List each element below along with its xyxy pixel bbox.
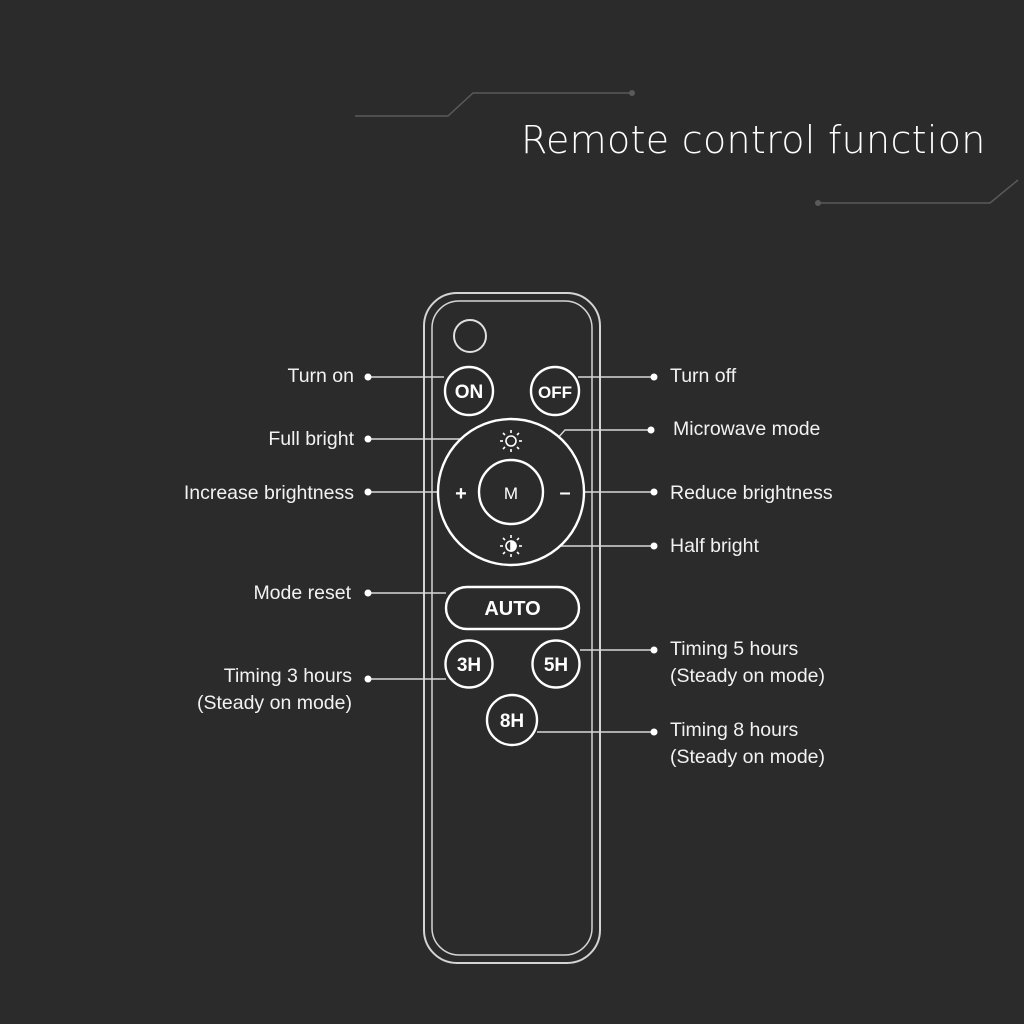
label-timing-3h: Timing 3 hours (Steady on mode)	[197, 663, 352, 717]
mode-button[interactable]: M	[477, 458, 545, 526]
mode-button-label: M	[504, 484, 518, 503]
timer-5h-button[interactable]: 5H	[531, 639, 581, 689]
auto-button-label: AUTO	[484, 598, 540, 620]
label-increase-brightness: Increase brightness	[183, 482, 354, 504]
label-timing-3h-line2: (Steady on mode)	[196, 692, 352, 714]
label-timing-8h-line1: Timing 8 hours	[670, 719, 799, 741]
on-button-label: ON	[455, 382, 484, 403]
label-timing-5h-line1: Timing 5 hours	[670, 638, 799, 660]
timer-5h-label: 5H	[544, 655, 568, 676]
page-title: Remote control function	[521, 118, 986, 162]
label-timing-3h-line1: Timing 3 hours	[223, 665, 352, 687]
timer-8h-label: 8H	[500, 711, 524, 732]
label-timing-8h-line2: (Steady on mode)	[670, 746, 826, 768]
half-bright-button[interactable]	[500, 535, 522, 557]
full-bright-button[interactable]	[500, 430, 522, 452]
label-reduce-brightness: Reduce brightness	[670, 482, 833, 504]
sun-half-icon	[500, 535, 522, 557]
label-half-bright: Half bright	[670, 535, 759, 557]
on-button[interactable]: ON	[443, 365, 495, 417]
connector-dots	[364, 373, 658, 736]
off-button-label: OFF	[538, 383, 572, 402]
timer-3h-label: 3H	[457, 655, 481, 676]
label-microwave-mode: Microwave mode	[673, 418, 821, 440]
label-turn-off: Turn off	[670, 365, 737, 387]
label-timing-5h: Timing 5 hours (Steady on mode)	[670, 636, 825, 690]
label-mode-reset: Mode reset	[253, 582, 351, 604]
timer-3h-button[interactable]: 3H	[444, 639, 494, 689]
increase-brightness-button[interactable]: +	[455, 483, 467, 505]
reduce-brightness-button[interactable]: –	[559, 482, 570, 504]
timer-8h-button[interactable]: 8H	[485, 693, 539, 747]
auto-button[interactable]: AUTO	[444, 585, 581, 631]
remote-body	[423, 292, 601, 964]
label-timing-5h-line2: (Steady on mode)	[670, 665, 826, 687]
label-turn-on: Turn on	[287, 365, 354, 387]
decor-lines	[355, 90, 1019, 206]
sun-outline-icon	[500, 430, 522, 452]
off-button[interactable]: OFF	[529, 365, 581, 417]
label-full-bright: Full bright	[268, 428, 354, 450]
label-timing-8h: Timing 8 hours (Steady on mode)	[670, 717, 825, 771]
ir-emitter	[453, 319, 487, 353]
